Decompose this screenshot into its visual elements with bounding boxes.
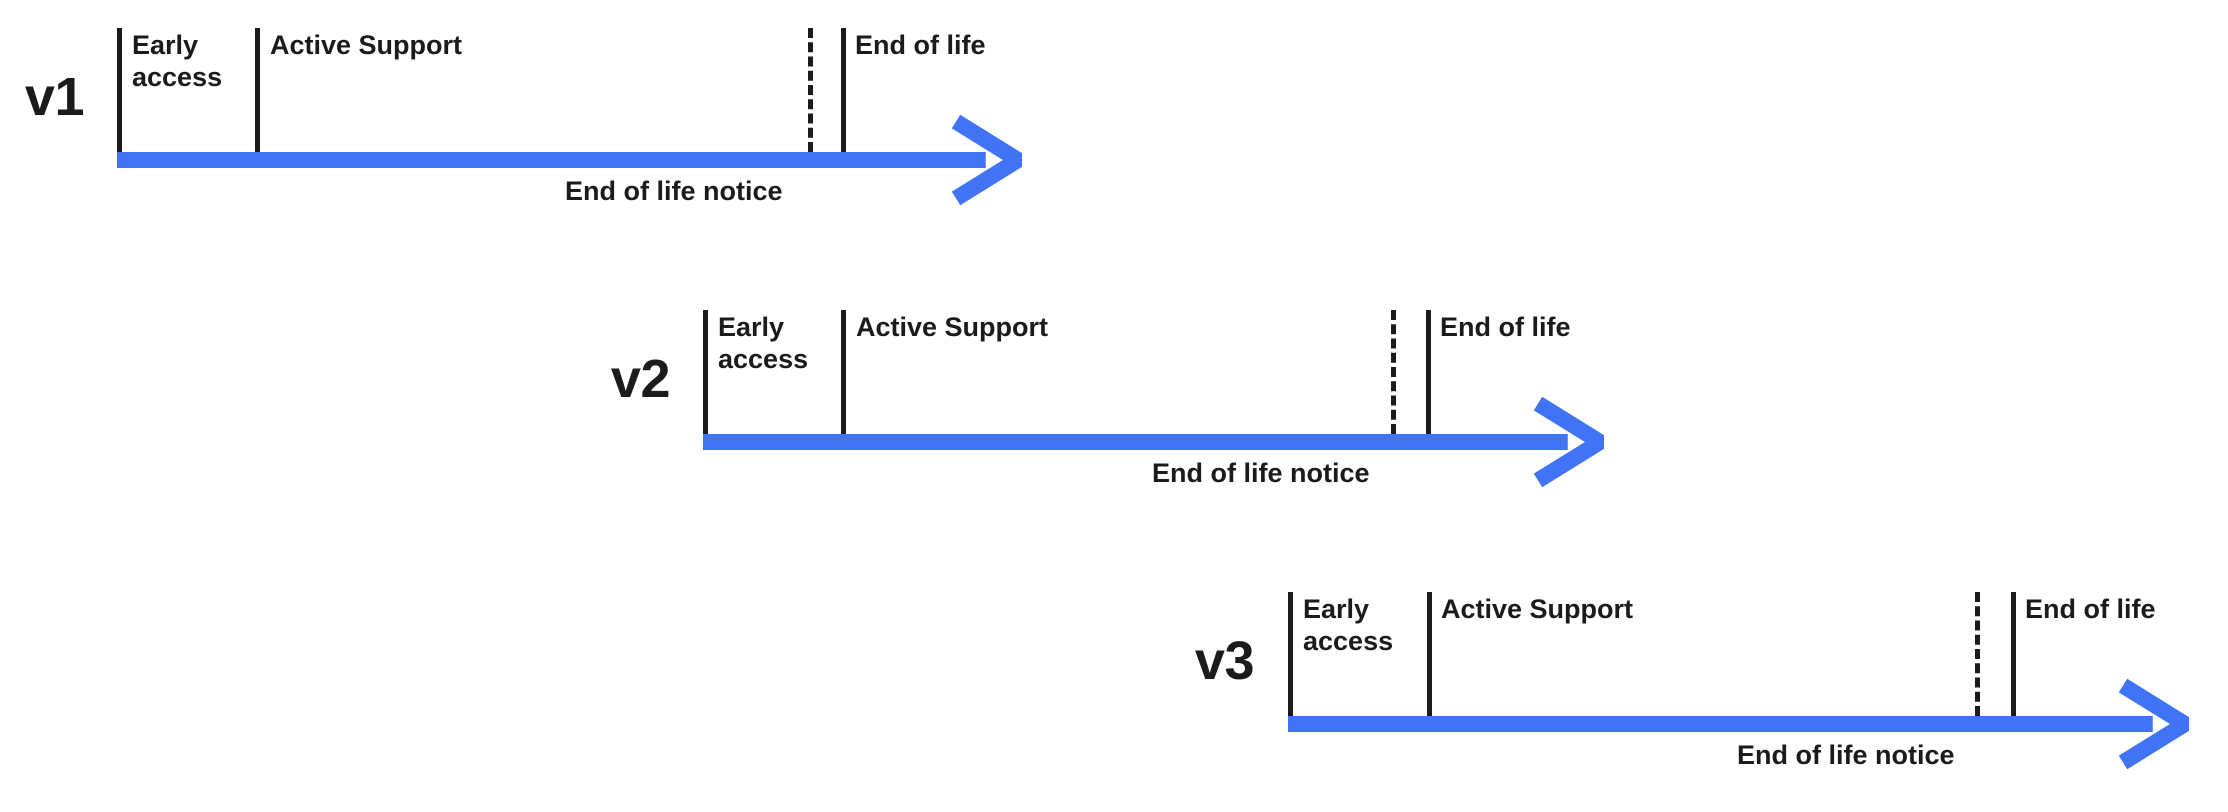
phase-label-v2-early-access: Early access (718, 312, 809, 374)
timeline-arrowhead-v3 (2118, 678, 2189, 770)
timeline-arrowhead-v2 (1533, 396, 1604, 488)
phase-label-v3-active-support: Active Support (1441, 594, 1634, 624)
eol-notice-marker-v1 (808, 28, 813, 152)
timeline-shaft-v3 (1288, 716, 2153, 732)
phase-divider-tick-v3-2 (1427, 592, 1432, 716)
phase-label-v1-end-of-life: End of life (855, 30, 986, 60)
phase-label-v3-end-of-life: End of life (2025, 594, 2156, 624)
version-label-v3: v3 (1194, 631, 1255, 691)
phase-divider-tick-v2-1 (703, 310, 708, 434)
version-label-v2: v2 (610, 349, 671, 409)
timeline-arrowhead-v1 (951, 114, 1022, 206)
phase-divider-tick-v1-1 (117, 28, 122, 152)
eol-notice-label-v1: End of life notice (565, 176, 783, 206)
phase-label-v3-early-access: Early access (1303, 594, 1394, 656)
phase-label-v1-active-support: Active Support (270, 30, 463, 60)
phase-divider-tick-v1-2 (255, 28, 260, 152)
phase-label-v2-end-of-life: End of life (1440, 312, 1571, 342)
eol-divider-tick-v2 (1426, 310, 1431, 434)
timeline-arrow-v1 (117, 114, 1022, 206)
timeline-arrow-v2 (703, 396, 1604, 488)
eol-divider-tick-v3 (2011, 592, 2016, 716)
phase-label-v2-active-support: Active Support (856, 312, 1049, 342)
timeline-shaft-v2 (703, 434, 1568, 450)
version-label-v1: v1 (24, 67, 85, 127)
eol-divider-tick-v1 (841, 28, 846, 152)
timeline-arrow-v3 (1288, 678, 2189, 770)
eol-notice-label-v3: End of life notice (1737, 740, 1955, 770)
phase-divider-tick-v2-2 (841, 310, 846, 434)
eol-notice-marker-v2 (1391, 310, 1396, 434)
phase-label-v1-early-access: Early access (132, 30, 223, 92)
timeline-shaft-v1 (117, 152, 986, 168)
eol-notice-label-v2: End of life notice (1152, 458, 1370, 488)
phase-divider-tick-v3-1 (1288, 592, 1293, 716)
eol-notice-marker-v3 (1975, 592, 1980, 716)
